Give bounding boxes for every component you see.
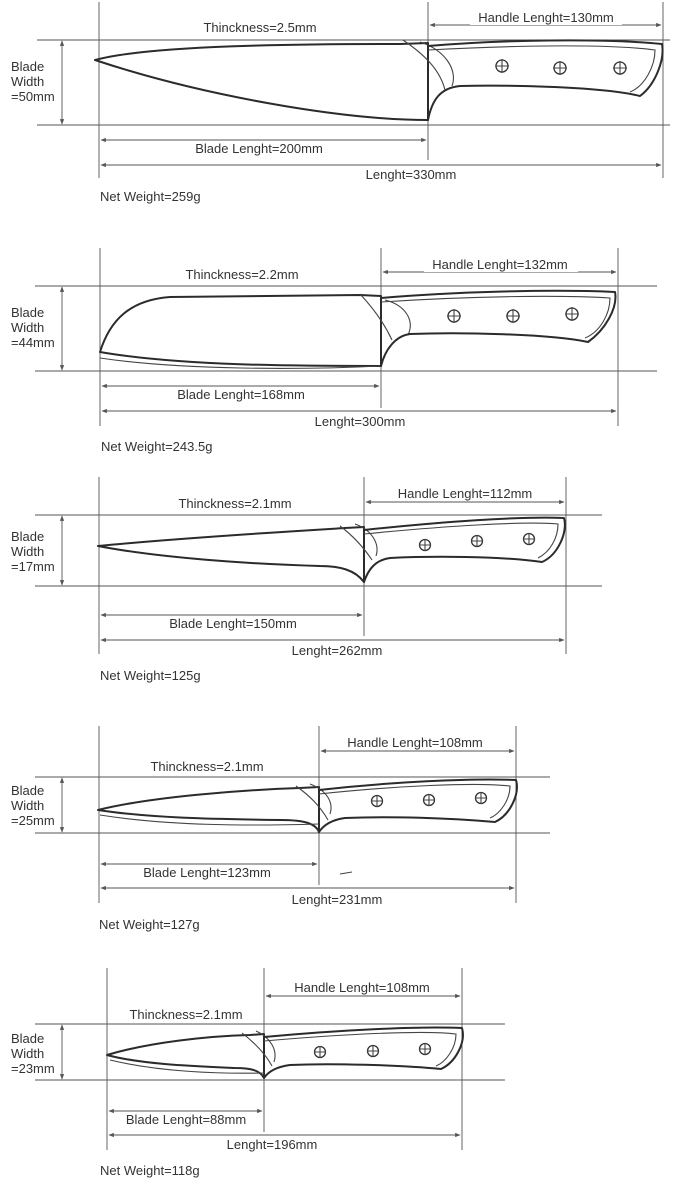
blade-width-label-line2: Width (11, 544, 44, 559)
knife-2-guide-lines (35, 248, 657, 426)
blade-width-label-line2: Width (11, 1046, 44, 1061)
blade-width-label-line2: Width (11, 74, 44, 89)
blade-length-label: Blade Lenght=168mm (177, 387, 305, 402)
blade-width-label-line3: =44mm (11, 335, 55, 350)
thickness-label: Thinckness=2.1mm (178, 496, 291, 511)
total-length-label: Lenght=196mm (227, 1137, 318, 1152)
total-length-label: Lenght=300mm (315, 414, 406, 429)
knife-4-utility: Thinckness=2.1mm Handle Lenght=108mm Bla… (11, 726, 550, 932)
knife-4-guide-lines (35, 726, 550, 903)
knife-3-labels: Thinckness=2.1mm Handle Lenght=112mm Bla… (11, 485, 542, 683)
blade-width-label-line1: Blade (11, 305, 44, 320)
knife-2-santoku: Thinckness=2.2mm Handle Lenght=132mm Bla… (11, 248, 657, 454)
knife-5-paring: Thinckness=2.1mm Handle Lenght=108mm Bla… (11, 968, 505, 1178)
blade-width-label-line2: Width (11, 798, 44, 813)
net-weight-label: Net Weight=243.5g (101, 439, 212, 454)
knife-3-drawing (97, 516, 566, 583)
knife-5-guide-lines (35, 968, 505, 1150)
blade-width-label-line1: Blade (11, 59, 44, 74)
knife-5-labels: Thinckness=2.1mm Handle Lenght=108mm Bla… (11, 979, 440, 1178)
knife-3-boning: Thinckness=2.1mm Handle Lenght=112mm Bla… (11, 477, 602, 683)
knife-4-labels: Thinckness=2.1mm Handle Lenght=108mm Bla… (11, 734, 493, 932)
blade-width-label-line1: Blade (11, 1031, 44, 1046)
blade-width-label-line3: =23mm (11, 1061, 55, 1076)
knife-1-guide-lines (37, 2, 670, 178)
knife-2-labels: Thinckness=2.2mm Handle Lenght=132mm Bla… (11, 256, 578, 454)
blade-length-label: Blade Lenght=200mm (195, 141, 323, 156)
knife-5-dimensions (59, 993, 461, 1138)
knife-2-dimensions (59, 269, 617, 414)
knife-2-drawing (99, 289, 617, 369)
handle-length-label: Handle Lenght=112mm (398, 486, 533, 501)
knife-3-dimensions (59, 499, 565, 643)
thickness-label: Thinckness=2.1mm (129, 1007, 242, 1022)
net-weight-label: Net Weight=259g (100, 189, 201, 204)
net-weight-label: Net Weight=127g (99, 917, 200, 932)
thickness-label: Thinckness=2.1mm (150, 759, 263, 774)
knife-4-dimensions (59, 748, 515, 891)
knife-1-chef: Thinckness=2.5mm Handle Lenght=130mm Bla… (11, 2, 670, 204)
blade-length-label: Blade Lenght=123mm (143, 865, 271, 880)
blade-length-label: Blade Lenght=150mm (169, 616, 297, 631)
knife-1-drawing (94, 39, 664, 121)
thickness-label: Thinckness=2.2mm (185, 267, 298, 282)
blade-width-label-line1: Blade (11, 529, 44, 544)
total-length-label: Lenght=231mm (292, 892, 383, 907)
blade-width-label-line3: =25mm (11, 813, 55, 828)
total-length-label: Lenght=330mm (366, 167, 457, 182)
handle-length-label: Handle Lenght=108mm (294, 980, 430, 995)
blade-width-label-line3: =17mm (11, 559, 55, 574)
blade-width-label-line2: Width (11, 320, 44, 335)
knife-4-drawing (97, 778, 518, 875)
knife-1-labels: Thinckness=2.5mm Handle Lenght=130mm Bla… (11, 9, 622, 204)
handle-length-label: Handle Lenght=130mm (478, 10, 614, 25)
knife-1-dimensions (59, 22, 662, 168)
handle-length-label: Handle Lenght=108mm (347, 735, 483, 750)
blade-width-label-line3: =50mm (11, 89, 55, 104)
net-weight-label: Net Weight=118g (100, 1163, 200, 1178)
total-length-label: Lenght=262mm (292, 643, 383, 658)
thickness-label: Thinckness=2.5mm (203, 20, 316, 35)
blade-width-label-line1: Blade (11, 783, 44, 798)
blade-length-label: Blade Lenght=88mm (126, 1112, 246, 1127)
net-weight-label: Net Weight=125g (100, 668, 201, 683)
knife-5-drawing (106, 1026, 464, 1079)
handle-length-label: Handle Lenght=132mm (432, 257, 568, 272)
